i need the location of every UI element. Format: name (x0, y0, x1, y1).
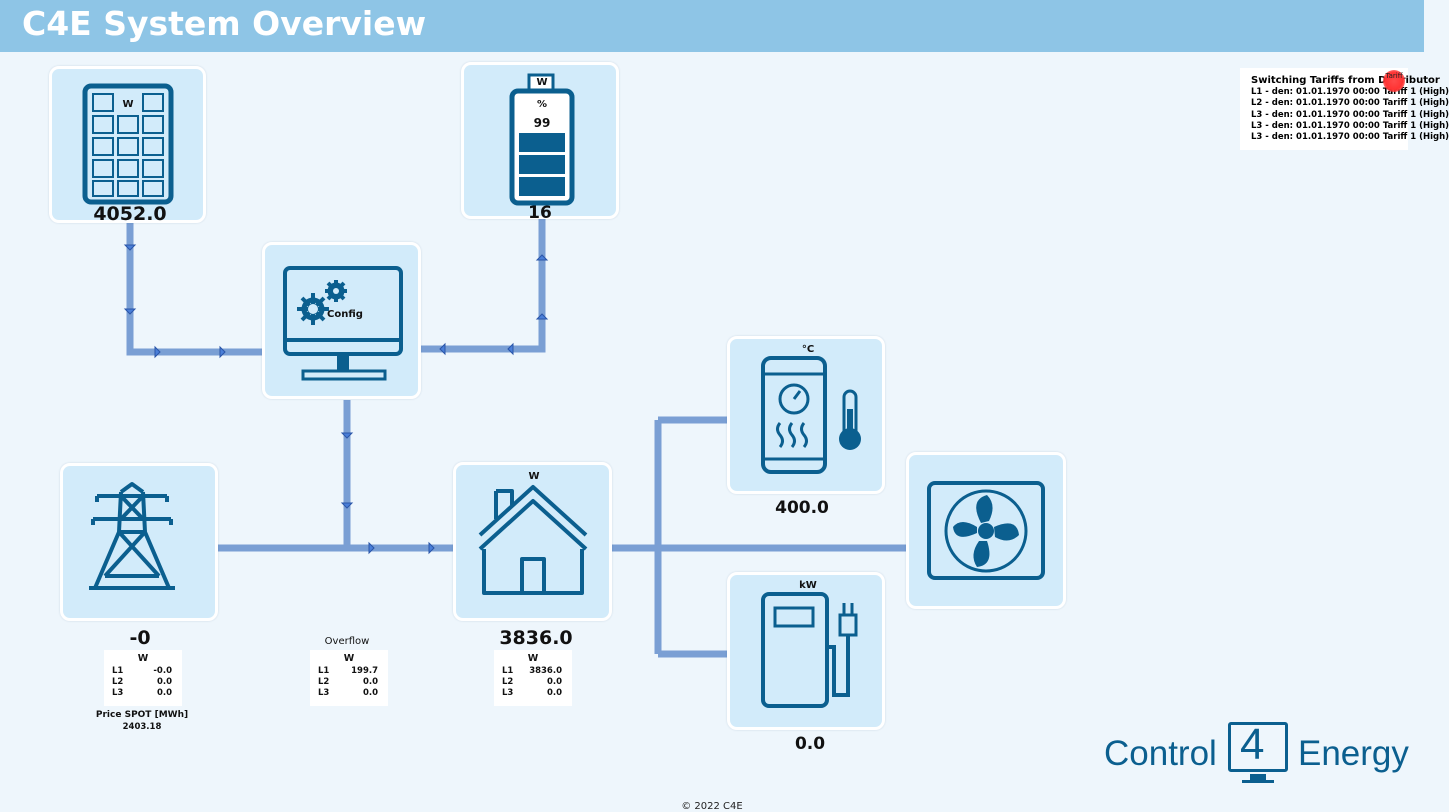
list-item: L1 - den: 01.01.1970 00:00 Tariff 1 (Hig… (1251, 87, 1449, 97)
logo-word-control: Control (1104, 734, 1217, 773)
price-value: 2403.18 (122, 722, 162, 732)
solar-tile[interactable]: W (49, 66, 206, 223)
boiler-tile[interactable]: °C (727, 336, 885, 494)
flow-arrow (535, 254, 549, 261)
flow-arrow (535, 313, 549, 320)
battery-percent-unit: % (536, 99, 548, 110)
flow-arrow (340, 502, 354, 509)
tariff-title: Switching Tariffs from Distributor (1251, 75, 1440, 86)
battery-level-bar (519, 177, 565, 196)
battery-value: 16 (528, 203, 552, 223)
charger-value: 0.0 (794, 734, 826, 754)
battery-level-bar (519, 133, 565, 152)
logo-monitor-box (1228, 722, 1288, 772)
solar-panel-icon (82, 83, 174, 205)
grid-phase-unit: W (137, 653, 149, 664)
flow-arrow (154, 345, 161, 359)
list-item: L3 - den: 01.01.1970 00:00 Tariff 1 (Hig… (1251, 121, 1449, 131)
grid-tile[interactable] (60, 463, 218, 621)
boiler-unit: °C (801, 344, 815, 355)
power-tower-icon (89, 482, 175, 590)
monitor-gears-icon (283, 266, 403, 381)
fan-icon (927, 481, 1045, 580)
logo-monitor-stand (1250, 774, 1266, 780)
list-item: L2 - den: 01.01.1970 00:00 Tariff 1 (Hig… (1251, 98, 1449, 108)
logo-monitor-base (1242, 780, 1274, 783)
price-label: Price SPOT [MWh] (95, 710, 189, 720)
battery-unit-top: W (536, 77, 548, 88)
fan-tile[interactable] (906, 452, 1066, 609)
solar-unit: W (122, 99, 134, 110)
table-row: L1-0.0 (112, 666, 172, 676)
grid-value: -0 (129, 627, 151, 649)
charger-unit: kW (799, 580, 817, 591)
list-item: L3 - den: 01.01.1970 00:00 Tariff 1 (Hig… (1251, 110, 1449, 120)
logo-number: 4 (1240, 720, 1265, 769)
flow-arrow (368, 541, 375, 555)
flow-arrow (123, 308, 137, 315)
header-bar: C4E System Overview (0, 0, 1424, 52)
ev-charger-icon (761, 592, 858, 708)
boiler-thermometer-icon (761, 356, 861, 474)
house-tile[interactable]: W (453, 462, 612, 621)
flow-arrow (428, 541, 435, 555)
config-to-battery-line (420, 218, 546, 353)
list-item: L3 - den: 01.01.1970 00:00 Tariff 1 (Hig… (1251, 132, 1449, 142)
flow-arrow (219, 345, 226, 359)
flow-arrow (507, 342, 514, 356)
tariff-status-indicator[interactable]: Tariff (1383, 70, 1405, 92)
control4energy-logo: Control 4 Energy (1102, 718, 1414, 788)
flow-arrow (123, 244, 137, 251)
house-unit: W (528, 471, 540, 482)
house-icon (478, 485, 588, 595)
house-phase-unit: W (527, 653, 539, 664)
logo-word-energy: Energy (1298, 734, 1409, 773)
tariff-panel: Switching Tariffs from Distributor L1 - … (1240, 68, 1449, 150)
overflow-phase-unit: W (343, 653, 355, 664)
boiler-value: 400.0 (775, 498, 829, 518)
flow-arrow (439, 342, 446, 356)
tariff-dot-label: Tariff (1385, 72, 1403, 80)
battery-icon (509, 73, 575, 206)
overflow-label: Overflow (324, 636, 370, 647)
flow-arrow (340, 432, 354, 439)
house-value: 3836.0 (499, 627, 573, 649)
battery-level-bar (519, 155, 565, 174)
config-label: Config (327, 309, 363, 320)
battery-tile[interactable]: W % 99 (461, 62, 619, 219)
config-tile[interactable]: Config (262, 242, 421, 399)
solar-value: 4052.0 (93, 203, 167, 225)
charger-tile[interactable]: kW (727, 572, 885, 730)
battery-percent: 99 (533, 116, 551, 130)
footer-copyright: © 2022 C4E (681, 801, 743, 812)
solar-to-config-line (126, 222, 262, 356)
page-title: C4E System Overview (22, 4, 427, 43)
